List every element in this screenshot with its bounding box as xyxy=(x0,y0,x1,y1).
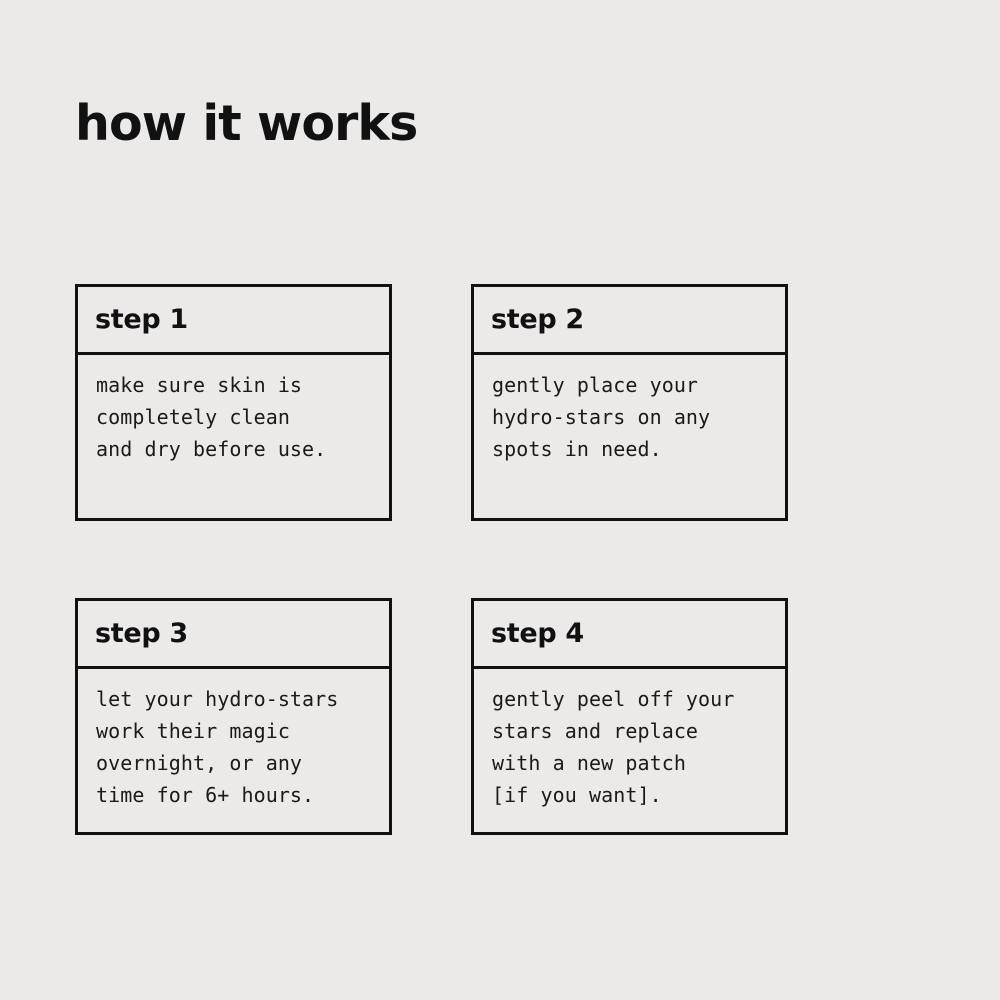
step-card-4: step 4 gently peel off your stars and re… xyxy=(471,598,788,835)
step-card-1-header: step 1 xyxy=(78,287,389,355)
step-card-3: step 3 let your hydro-stars work their m… xyxy=(75,598,392,835)
step-card-3-header: step 3 xyxy=(78,601,389,669)
step-card-4-label: step 4 xyxy=(491,618,584,649)
step-card-2-label: step 2 xyxy=(491,304,584,335)
step-card-2-body: gently place your hydro-stars on any spo… xyxy=(474,355,785,518)
step-card-4-header: step 4 xyxy=(474,601,785,669)
step-card-3-body: let your hydro-stars work their magic ov… xyxy=(78,669,389,832)
step-card-3-label: step 3 xyxy=(95,618,188,649)
step-card-2-text: gently place your hydro-stars on any spo… xyxy=(492,373,711,461)
step-card-2: step 2 gently place your hydro-stars on … xyxy=(471,284,788,521)
step-card-2-header: step 2 xyxy=(474,287,785,355)
step-card-1-label: step 1 xyxy=(95,304,188,335)
step-card-1-text: make sure skin is completely clean and d… xyxy=(96,373,327,461)
step-card-3-text: let your hydro-stars work their magic ov… xyxy=(96,687,339,807)
step-card-4-body: gently peel off your stars and replace w… xyxy=(474,669,785,832)
step-card-1-body: make sure skin is completely clean and d… xyxy=(78,355,389,518)
step-card-1: step 1 make sure skin is completely clea… xyxy=(75,284,392,521)
steps-grid: step 1 make sure skin is completely clea… xyxy=(75,284,788,835)
page-title: how it works xyxy=(75,95,418,152)
step-card-4-text: gently peel off your stars and replace w… xyxy=(492,687,735,807)
